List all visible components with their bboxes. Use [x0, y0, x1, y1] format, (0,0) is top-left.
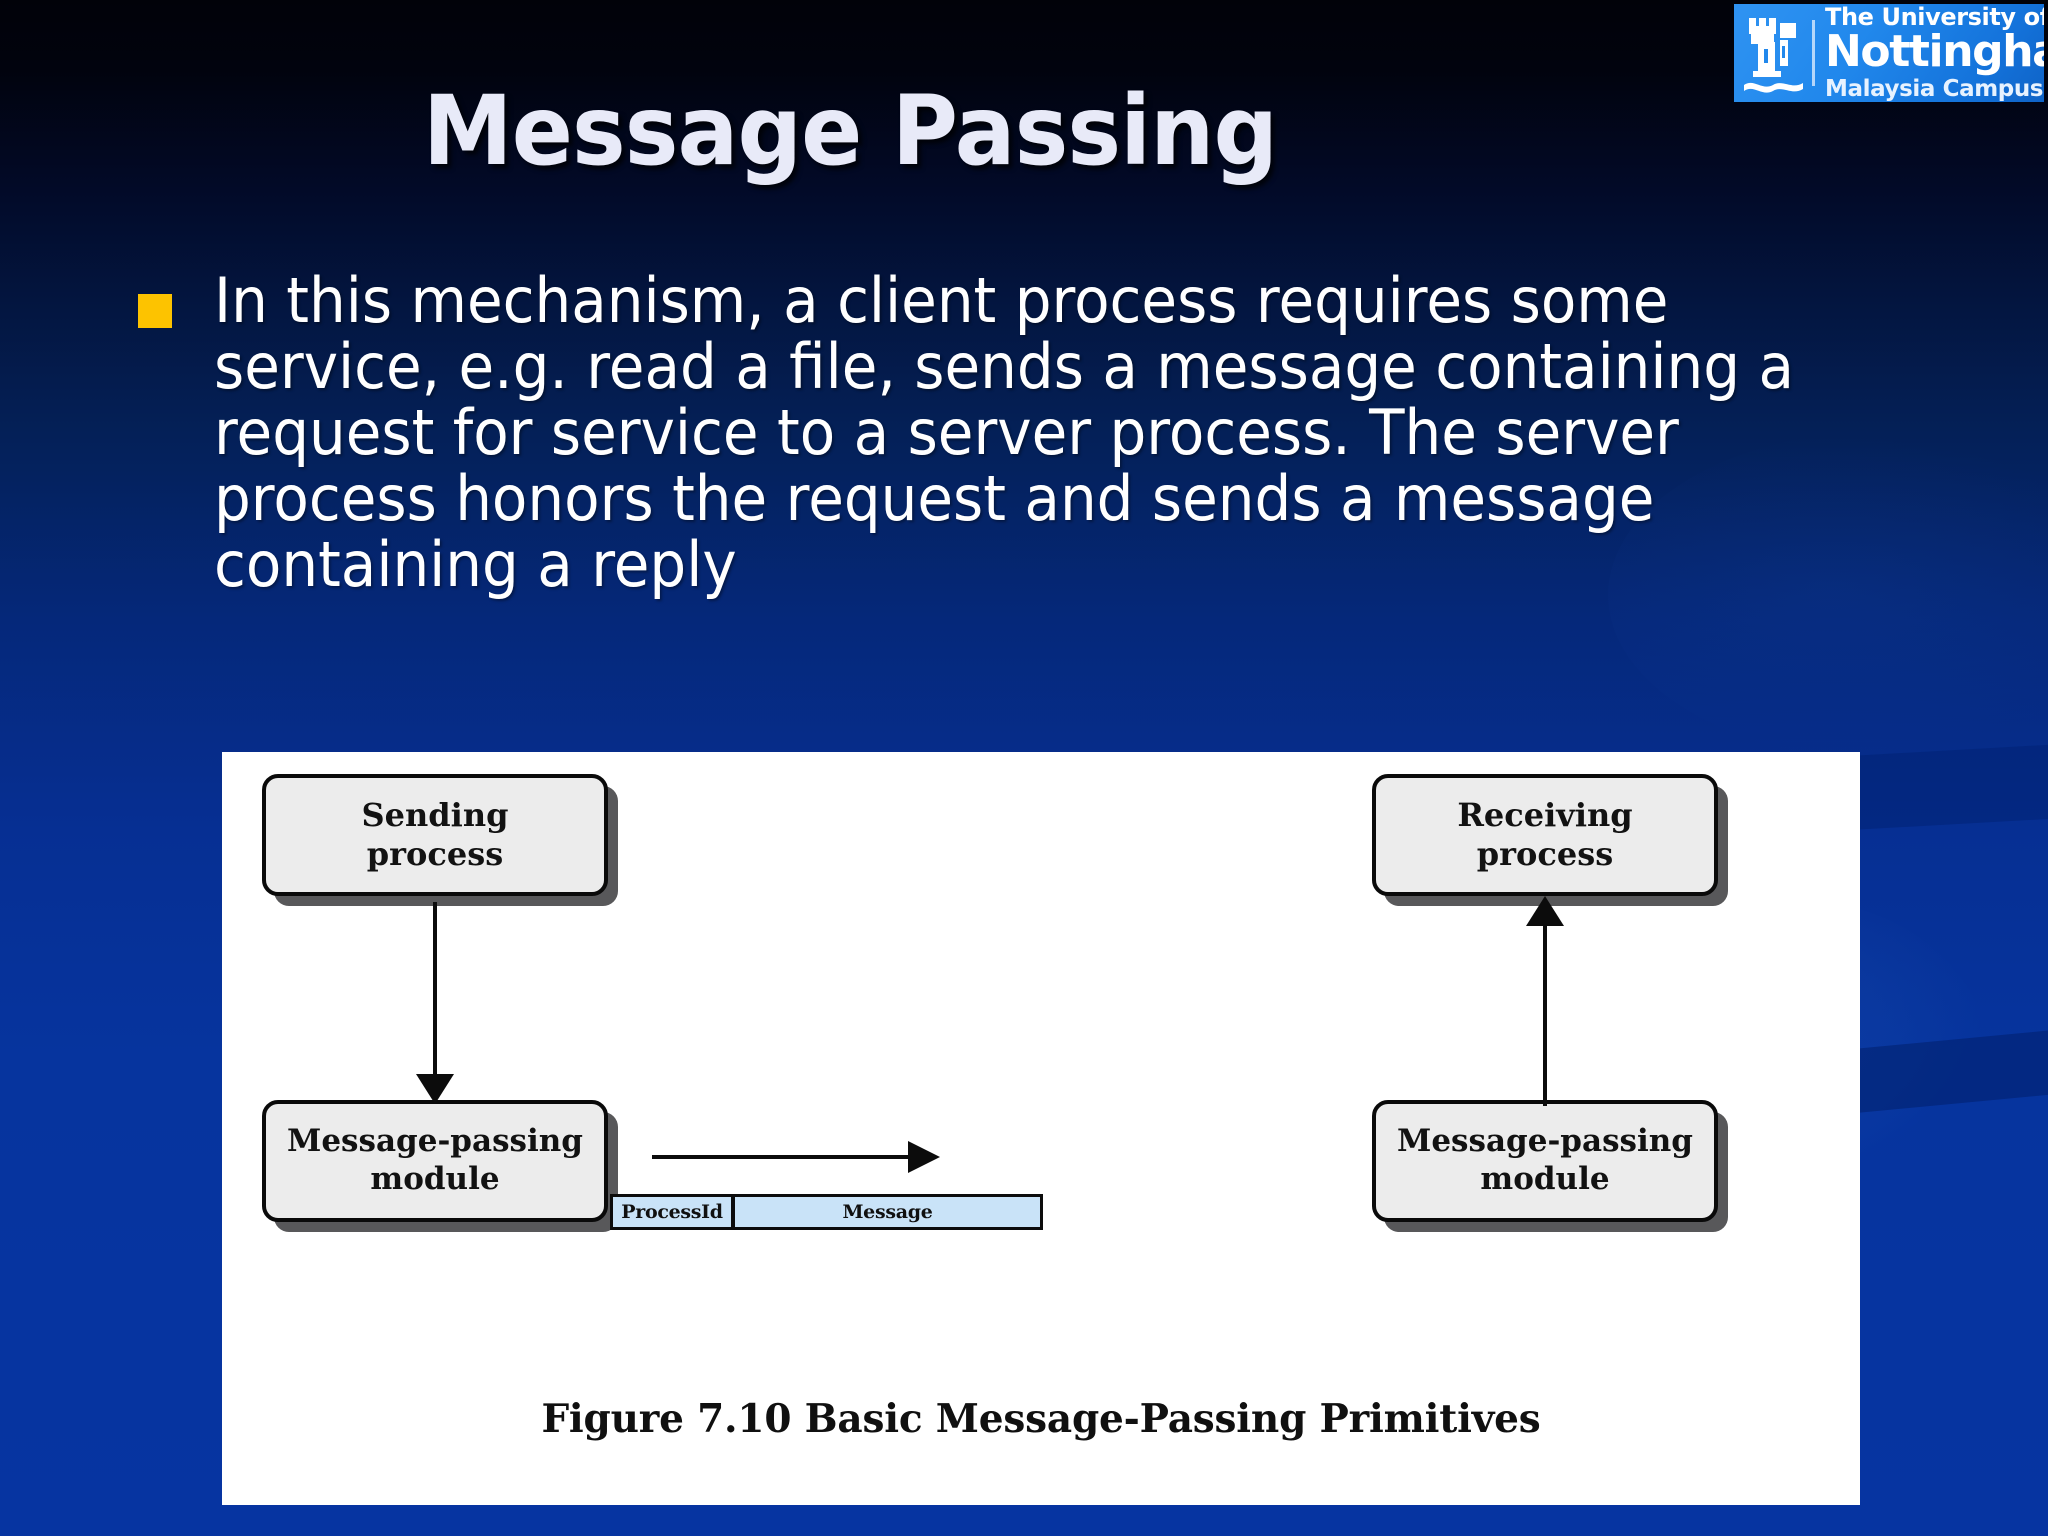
diagram-box-sending-process: Sending process: [262, 774, 608, 896]
nottingham-castle-crest-icon: [1744, 18, 1803, 93]
box-label-line1: Receiving: [1457, 795, 1633, 834]
figure-caption: Figure 7.10 Basic Message-Passing Primit…: [541, 1396, 1541, 1442]
packet-field-message: Message: [735, 1197, 1040, 1227]
logo-line-nottingham: Nottingham: [1825, 26, 2044, 77]
square-bullet-icon: [138, 294, 172, 328]
box-label-line2: process: [366, 835, 504, 873]
diagram-box-message-passing-module-left: Message-passing module: [262, 1100, 608, 1222]
box-label-line2: module: [370, 1161, 500, 1197]
box-label-line2: module: [1480, 1161, 1610, 1197]
logo-divider: [1812, 20, 1815, 86]
diagram-box-message-passing-module-right: Message-passing module: [1372, 1100, 1718, 1222]
box-label-line2: process: [1476, 835, 1614, 873]
packet-field-processid: ProcessId: [613, 1197, 735, 1227]
bullet-item-text: In this mechanism, a client process requ…: [214, 264, 1795, 602]
box-label-line1: Sending: [361, 795, 509, 834]
arrow-right-shaft-icon: [652, 1155, 912, 1159]
university-logo: The University of Nottingham Malaysia Ca…: [1734, 4, 2044, 102]
page-title: Message Passing: [422, 75, 1278, 187]
logo-line-university: The University of: [1825, 4, 2044, 31]
bullet-list: In this mechanism, a client process requ…: [138, 264, 1968, 602]
arrow-down-head-icon: [416, 1074, 454, 1104]
figure-panel: Sending process Receiving process Messag…: [222, 752, 1860, 1505]
logo-line-campus: Malaysia Campus: [1825, 76, 2044, 102]
box-label-line1: Message-passing: [287, 1123, 583, 1160]
arrow-up-head-icon: [1526, 896, 1564, 926]
arrow-right-head-icon: [908, 1141, 940, 1173]
diagram-box-receiving-process: Receiving process: [1372, 774, 1718, 896]
message-packet: ProcessId Message: [610, 1194, 1043, 1230]
arrow-up-shaft-icon: [1543, 926, 1547, 1106]
box-label-line1: Message-passing: [1397, 1123, 1693, 1160]
arrow-down-shaft-icon: [433, 902, 437, 1080]
